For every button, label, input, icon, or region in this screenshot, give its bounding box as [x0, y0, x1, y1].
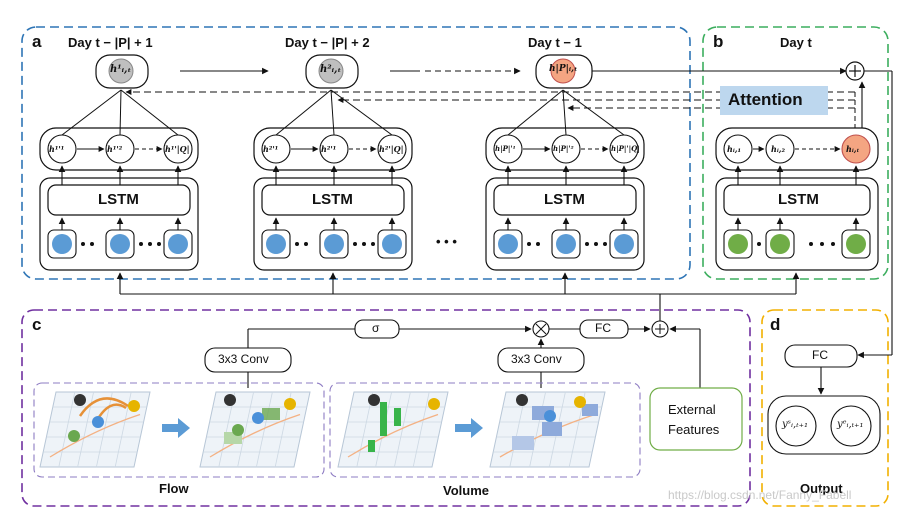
sub-node-label: h|P|'² [553, 144, 574, 153]
panel-label-b: b [713, 32, 724, 51]
sub-node-label: h²'¹ [263, 144, 279, 154]
panel-label-d: d [770, 315, 781, 334]
day-label-t: Day t [780, 35, 812, 50]
input-circle [52, 234, 72, 254]
conv-label-2: 3x3 Conv [511, 352, 562, 366]
input-circle [614, 234, 634, 254]
city-map [39, 391, 151, 468]
lstm-inner-1 [47, 184, 191, 216]
panel-label-a: a [32, 32, 42, 51]
sub-node-label: h¹'² [107, 144, 123, 154]
attention-label: Attention [728, 90, 803, 109]
top-node-label-3: h|P|ᵢ,ₜ [549, 64, 578, 74]
conv-label-1: 3x3 Conv [218, 352, 269, 366]
sub-node-label: h²'|Q| [379, 144, 404, 154]
output-node-2 [830, 405, 872, 447]
input-circle [382, 234, 402, 254]
fc-label-c: FC [595, 321, 611, 335]
volume-label: Volume [443, 483, 489, 498]
input-circle [498, 234, 518, 254]
day-label-1: Day t − |P| + 1 [68, 35, 153, 50]
lstm-groups [47, 89, 871, 259]
lstm-label-4: LSTM [778, 191, 819, 208]
flow-label: Flow [159, 481, 189, 496]
lstm-label-2: LSTM [312, 191, 353, 208]
panel-label-c: c [32, 315, 42, 334]
top-node-label-1: h¹ᵢ,ₜ [110, 64, 132, 75]
lstm-label-1: LSTM [98, 191, 139, 208]
watermark: https://blog.csdn.net/Fanny_Fabell [668, 488, 852, 502]
sub-node-label: h¹'¹ [49, 144, 65, 154]
input-circle [110, 234, 130, 254]
top-node-1 [108, 58, 134, 84]
input-circle [556, 234, 576, 254]
group-ellipsis: • • • [436, 234, 457, 249]
external-label-2: Features [668, 422, 720, 437]
external-label-1: External [668, 402, 716, 417]
output-label: Output [800, 481, 843, 496]
city-map [199, 391, 311, 468]
attention-box [720, 86, 828, 115]
top-node-label-2: h²ᵢ,ₜ [320, 64, 342, 75]
lstm-label-3: LSTM [544, 191, 585, 208]
input-circle [324, 234, 344, 254]
sub-node-circle [841, 134, 871, 164]
day-label-2: Day t − |P| + 2 [285, 35, 370, 50]
output-node-1 [775, 405, 817, 447]
maps [39, 391, 606, 468]
fc-label-d: FC [812, 348, 828, 362]
sigma-label: σ [372, 321, 380, 335]
input-circle [770, 234, 790, 254]
sub-node-circle [765, 134, 795, 164]
sub-node-label: hᵢ,ₜ [846, 144, 860, 154]
panel-a-border [21, 26, 691, 280]
sub-node-label: h¹'|Q| [165, 144, 190, 154]
sub-node-label: hᵢ,₂ [771, 144, 786, 154]
lstm-inner-4 [723, 184, 871, 216]
sub-node-label: h|P|'|Q| [611, 144, 640, 153]
sub-node-label: h|P|'¹ [495, 144, 516, 153]
lstm-inner-3 [493, 184, 637, 216]
input-circle [266, 234, 286, 254]
input-circle [168, 234, 188, 254]
sub-node-circle [723, 134, 753, 164]
panel-c-border [21, 309, 751, 507]
top-node-2 [318, 58, 344, 84]
panel-b-border [702, 26, 889, 280]
day-label-3: Day t − 1 [528, 35, 582, 50]
input-circle [846, 234, 866, 254]
sub-node-label: hᵢ,₁ [727, 144, 742, 154]
output-label-2: yᵉᵢ,ₜ₊₁ [837, 419, 864, 430]
input-circle [728, 234, 748, 254]
sub-node-label: h²'¹ [321, 144, 337, 154]
lstm-inner-2 [261, 184, 405, 216]
volume-panel [329, 382, 641, 478]
city-map [337, 391, 449, 468]
panel-d-border [761, 309, 889, 507]
external-features-box [649, 387, 743, 451]
output-label-1: yˢᵢ,ₜ₊₁ [782, 419, 808, 430]
flow-panel [33, 382, 325, 478]
top-node-3 [550, 58, 576, 84]
